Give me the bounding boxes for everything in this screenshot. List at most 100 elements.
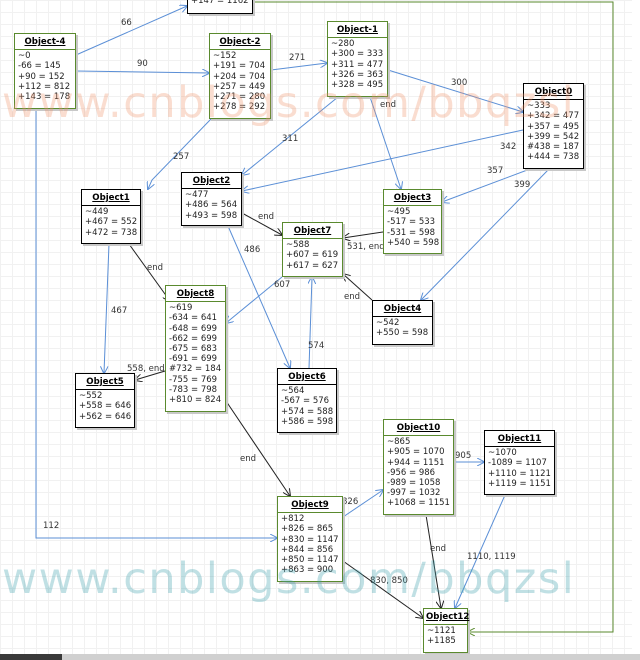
edge-label: 112 [43,521,59,531]
edge-object8-to-object5[interactable] [135,370,166,380]
node-object9[interactable]: Object9+812+826 = 865+830 = 1147+844 = 8… [277,496,343,582]
edge-label: 311 [282,134,298,144]
edge-label: 830, 850 [370,576,408,586]
edge-object-1-to-object3[interactable] [369,96,401,189]
node-line: +311 = 477 [331,59,384,70]
node-line: -1089 = 1107 [488,458,547,469]
node-line: +905 = 1070 [387,447,445,458]
node-line: -531 = 598 [387,227,436,238]
node-object8[interactable]: Object8~619-634 = 641-648 = 699-662 = 69… [165,285,226,412]
edge-object7-to-object8[interactable] [226,276,283,323]
node-line: ~152 [213,51,237,62]
node-line: +550 = 598 [376,328,429,339]
edge-object2-to-object6[interactable] [227,225,290,368]
node-line: ~619 [169,303,193,314]
node-object0[interactable]: Object0~333+342 = 477+357 = 495+399 = 54… [523,83,584,169]
node-object7[interactable]: Object7~588+607 = 619+617 = 627 [282,222,343,277]
edge-object0-to-object2[interactable] [242,129,524,191]
node-title: Object12 [424,609,469,626]
node-line: +271 = 280 [213,91,266,102]
node-line: +300 = 333 [331,49,384,60]
node-line: +863 = 900 [281,565,334,576]
edge-label: end [258,212,274,222]
node-line: -997 = 1032 [387,488,441,499]
node-line: +812 [281,514,305,525]
edge-label: 486 [244,245,260,255]
edge-object-4-to-partial[interactable] [75,6,187,56]
edge-label: 558, end [127,364,165,374]
node-object5[interactable]: Object5~552+558 = 646+562 = 646 [75,373,135,428]
node-line: +830 = 1147 [281,534,339,545]
node-object2[interactable]: Object2~477+486 = 564+493 = 598 [181,172,242,226]
node-line: +326 = 363 [331,69,384,80]
edge-object11-to-object12[interactable] [455,494,506,608]
edge-object-1-to-object2[interactable] [242,96,339,175]
edge-label: 300 [451,78,467,88]
node-line: +472 = 738 [85,227,138,238]
edge-object-2-to-object-1[interactable] [270,63,327,71]
edge-object9-to-object12[interactable] [342,560,423,618]
node-title: Object3 [384,190,441,207]
edge-object-2-to-object1[interactable] [148,118,212,189]
node-title: Object11 [485,431,554,448]
node-object3[interactable]: Object3~495-517 = 533-531 = 598+540 = 59… [383,189,442,254]
node-object11[interactable]: Object11~1070-1089 = 1107+1110 = 1121+11… [484,430,555,495]
node-object-4[interactable]: Object-4~0-66 = 145+90 = 152+112 = 812+1… [14,33,76,109]
edge-object-4-to-object9[interactable] [35,109,277,538]
node-partial[interactable]: +147 = 1162 [187,0,253,14]
node-line: ~1121 [427,626,456,637]
horizontal-scrollbar-thumb[interactable] [0,654,62,660]
edge-object-1-to-object0[interactable] [387,69,523,112]
node-line: ~588 [286,240,310,251]
edge-object0-to-object3[interactable] [442,168,531,202]
node-lines: ~477+486 = 564+493 = 598 [182,189,241,222]
edge-object4-to-object7[interactable] [343,274,373,301]
vertical-scrollbar[interactable] [632,0,640,654]
edge-object10-to-object12[interactable] [425,514,441,608]
edge-object6-to-object7[interactable] [309,277,312,369]
node-object10[interactable]: Object10~865+905 = 1070+944 = 1151-956 =… [383,419,454,515]
node-lines: ~280+300 = 333+311 = 477+326 = 363+328 =… [328,38,387,91]
node-line: +278 = 292 [213,102,266,113]
edge-label: 342 [500,142,516,152]
node-line: ~564 [281,386,305,397]
node-line: +444 = 738 [527,152,580,163]
node-object-1[interactable]: Object-1~280+300 = 333+311 = 477+326 = 3… [327,21,388,97]
node-line: +399 = 542 [527,131,580,142]
node-lines: ~495-517 = 533-531 = 598+540 = 598 [384,206,441,249]
node-line: +1185 [427,636,456,647]
node-line: ~552 [79,391,103,402]
edge-object9-to-object10[interactable] [342,490,383,518]
edge-object8-to-object9[interactable] [225,400,290,496]
node-line: ~495 [387,207,411,218]
node-line: +112 = 812 [18,81,71,92]
horizontal-scrollbar[interactable] [0,654,640,660]
edge-object-4-to-object-2[interactable] [75,71,209,73]
edge-object0-to-object4[interactable] [421,168,550,300]
edge-object2-to-object7[interactable] [241,212,282,235]
edge-object3-to-object7[interactable] [343,231,384,238]
node-lines: ~564-567 = 576+574 = 588+586 = 598 [278,385,336,428]
node-line: -783 = 798 [169,384,218,395]
edge-object1-to-object5[interactable] [104,243,110,373]
node-line: -691 = 699 [169,354,218,365]
node-line: ~333 [527,101,551,112]
edge-object1-to-object8[interactable] [128,243,170,301]
node-object4[interactable]: Object4~542+550 = 598 [372,300,433,345]
node-line: +617 = 627 [286,260,339,271]
node-line: -517 = 533 [387,217,436,228]
node-lines: ~542+550 = 598 [373,317,432,339]
node-title: Object10 [384,420,453,437]
node-line: -989 = 1058 [387,477,441,488]
node-object1[interactable]: Object1~449+467 = 552+472 = 738 [81,189,141,244]
node-line: -675 = 683 [169,343,218,354]
node-title: Object6 [278,369,336,386]
node-line: +810 = 824 [169,394,222,405]
node-object6[interactable]: Object6~564-567 = 576+574 = 588+586 = 59… [277,368,337,433]
edge-partial-to-object12[interactable] [253,1,614,632]
node-object-2[interactable]: Object-2~152+191 = 704+204 = 704+257 = 4… [209,33,271,119]
node-title: Object-2 [210,34,270,51]
node-line: -956 = 986 [387,467,436,478]
node-object12[interactable]: Object12~1121+1185 [423,608,469,653]
